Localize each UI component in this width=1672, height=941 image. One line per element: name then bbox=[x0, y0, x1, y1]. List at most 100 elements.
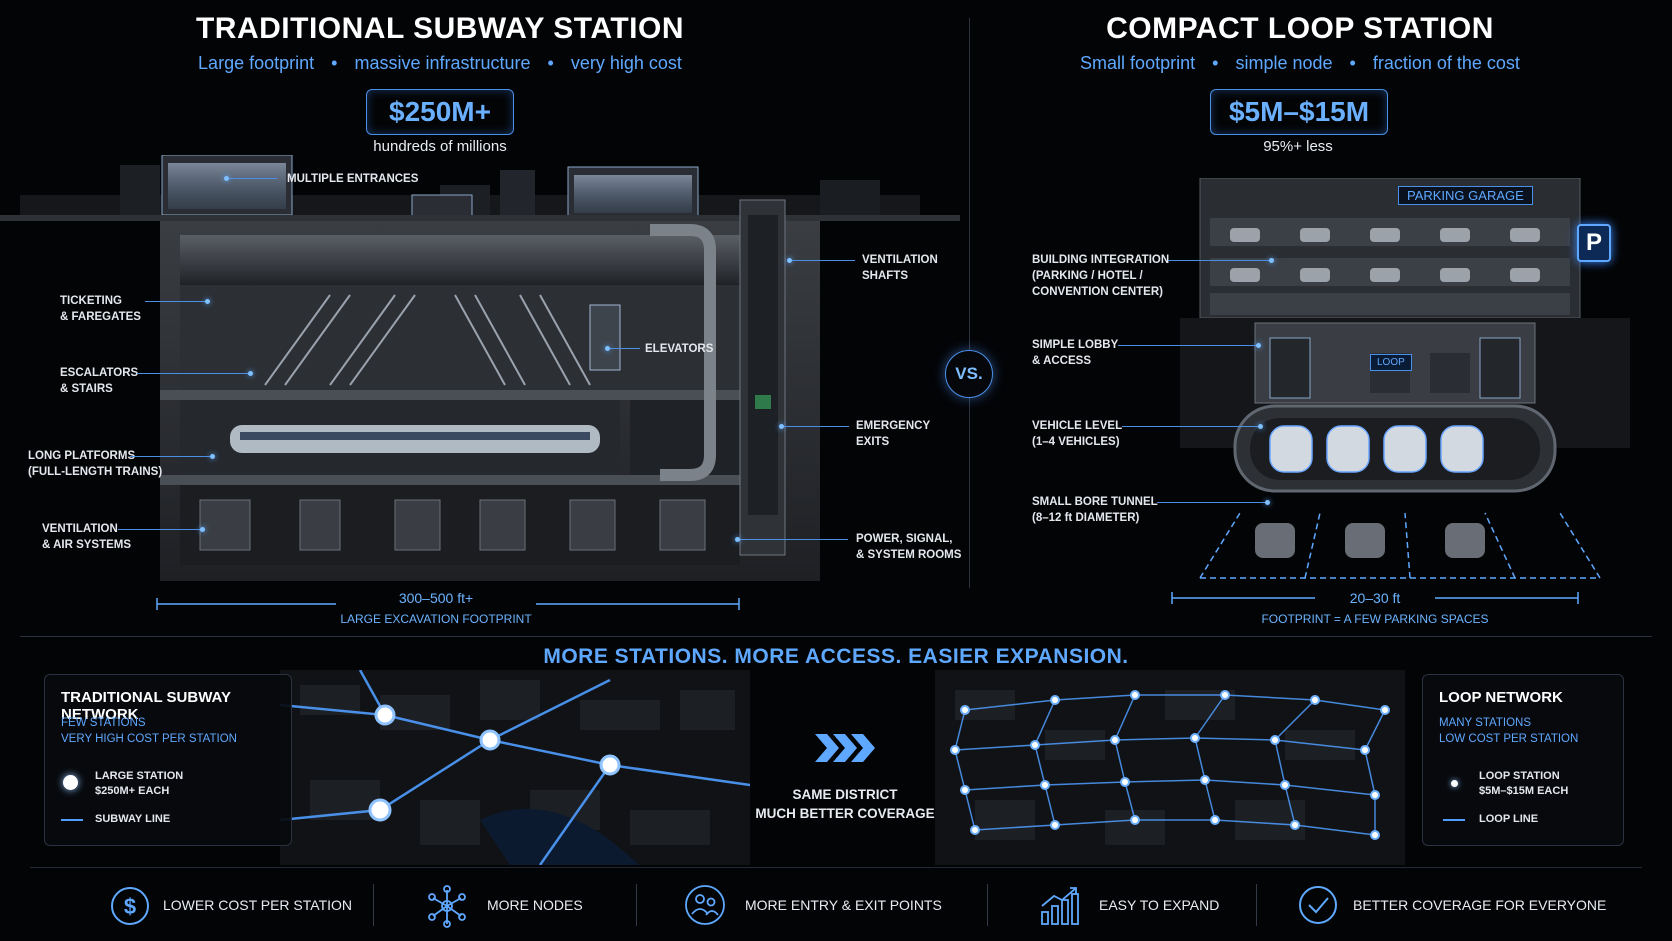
benefit-better-coverage: BETTER COVERAGE FOR EVERYONE bbox=[1353, 897, 1607, 913]
chevron-right-icon bbox=[815, 734, 875, 762]
left-dimension: 300–500 ft+ bbox=[336, 590, 536, 606]
leader-line bbox=[790, 260, 855, 261]
leader-line bbox=[137, 373, 250, 374]
legend-subway-line: SUBWAY LINE bbox=[95, 813, 171, 825]
leader-dot bbox=[1265, 500, 1270, 505]
leader-dot bbox=[1256, 343, 1261, 348]
legend-loop-station: LOOP STATION$5M–$15M EACH bbox=[1479, 770, 1569, 797]
label-building-integration: BUILDING INTEGRATION(PARKING / HOTEL /CO… bbox=[1032, 254, 1170, 298]
people-icon bbox=[685, 885, 725, 925]
traditional-network-map bbox=[280, 670, 750, 865]
leader-dot bbox=[735, 537, 740, 542]
leader-dot bbox=[605, 346, 610, 351]
right-subtitle-1: Small footprint bbox=[1080, 53, 1196, 73]
label-power-signal: POWER, SIGNAL,& SYSTEM ROOMS bbox=[856, 533, 962, 561]
leader-dot bbox=[1258, 424, 1263, 429]
traditional-panel-title: TRADITIONAL SUBWAY NETWORK bbox=[61, 689, 231, 723]
dollar-icon: $ bbox=[111, 887, 149, 925]
label-long-platforms: LONG PLATFORMS(FULL-LENGTH TRAINS) bbox=[28, 450, 163, 478]
legend-loop-line: LOOP LINE bbox=[1479, 813, 1539, 825]
left-subtitle-3: very high cost bbox=[570, 53, 682, 73]
leader-dot bbox=[787, 258, 792, 263]
parking-p-icon: P bbox=[1577, 224, 1611, 262]
leader-dot bbox=[210, 454, 215, 459]
loop-sign: LOOP bbox=[1370, 354, 1412, 371]
leader-line bbox=[145, 301, 207, 302]
benefit-more-nodes: MORE NODES bbox=[487, 897, 583, 913]
leader-dot bbox=[1269, 258, 1274, 263]
left-price-note: hundreds of millions bbox=[373, 138, 507, 155]
right-title: COMPACT LOOP STATION bbox=[1106, 12, 1494, 45]
leader-line bbox=[738, 539, 848, 540]
right-subtitle-3: fraction of the cost bbox=[1372, 53, 1520, 73]
loop-station-cutaway bbox=[1180, 178, 1630, 579]
benefit-easy-to-expand: EASY TO EXPAND bbox=[1099, 897, 1220, 913]
benefit-lower-cost: LOWER COST PER STATION bbox=[163, 897, 353, 913]
growth-chart-icon bbox=[1041, 887, 1079, 925]
leader-line bbox=[227, 178, 277, 179]
left-dimension-note: LARGE EXCAVATION FOOTPRINT bbox=[340, 612, 532, 626]
leader-dot bbox=[779, 424, 784, 429]
benefit-separator bbox=[1256, 884, 1257, 926]
leader-dot bbox=[224, 176, 229, 181]
subway-station-cutaway bbox=[0, 155, 960, 581]
right-price-box: $5M–$15M bbox=[1210, 89, 1388, 135]
loop-line-legend-icon bbox=[1443, 819, 1465, 821]
leader-line bbox=[1168, 260, 1271, 261]
loop-panel-title: LOOP NETWORK bbox=[1439, 689, 1563, 706]
label-elevators: ELEVATORS bbox=[645, 343, 714, 355]
vertical-divider bbox=[969, 18, 970, 588]
label-ventilation-air: VENTILATION& AIR SYSTEMS bbox=[42, 523, 132, 551]
right-subtitle-2: simple node bbox=[1235, 53, 1333, 73]
benefits-divider bbox=[30, 867, 1642, 868]
left-subtitle-2: massive infrastructure bbox=[354, 53, 531, 73]
label-simple-lobby: SIMPLE LOBBY& ACCESS bbox=[1032, 339, 1119, 367]
leader-line bbox=[1157, 502, 1267, 503]
benefit-separator bbox=[373, 884, 374, 926]
label-ticketing: TICKETING& FAREGATES bbox=[60, 295, 141, 323]
right-dimension: 20–30 ft bbox=[1315, 590, 1435, 606]
network-headline: MORE STATIONS. MORE ACCESS. EASIER EXPAN… bbox=[543, 645, 1129, 668]
svg-text:$: $ bbox=[124, 894, 136, 919]
benefit-separator bbox=[636, 884, 637, 926]
right-subtitle: Small footprint • simple node • fraction… bbox=[1080, 53, 1520, 73]
benefit-separator bbox=[987, 884, 988, 926]
parking-garage-sign: PARKING GARAGE bbox=[1398, 186, 1533, 205]
benefit-more-entry-exit: MORE ENTRY & EXIT POINTS bbox=[745, 897, 942, 913]
left-price-box: $250M+ bbox=[366, 89, 514, 135]
legend-large-station: LARGE STATION$250M+ EACH bbox=[95, 770, 184, 797]
section-divider bbox=[20, 636, 1652, 637]
leader-line bbox=[782, 426, 849, 427]
left-subtitle: Large footprint • massive infrastructure… bbox=[198, 53, 682, 73]
leader-line bbox=[1118, 345, 1258, 346]
leader-dot bbox=[200, 527, 205, 532]
leader-line bbox=[1122, 426, 1260, 427]
leader-dot bbox=[248, 371, 253, 376]
subway-line-legend-icon bbox=[61, 819, 83, 821]
benefits-bar: $ LOWER COST PER STATION MORE NODES MORE… bbox=[0, 878, 1672, 934]
leader-dot bbox=[205, 299, 210, 304]
left-subtitle-1: Large footprint bbox=[198, 53, 315, 73]
label-escalators: ESCALATORS& STAIRS bbox=[60, 367, 139, 395]
large-station-legend-icon bbox=[63, 775, 78, 790]
right-dimension-note: FOOTPRINT = A FEW PARKING SPACES bbox=[1261, 612, 1489, 626]
leader-line bbox=[608, 348, 640, 349]
vs-badge: VS. bbox=[945, 350, 993, 398]
leader-line bbox=[130, 456, 212, 457]
checkmark-icon bbox=[1299, 886, 1337, 924]
left-title: TRADITIONAL SUBWAY STATION bbox=[195, 12, 685, 45]
label-vehicle-level: VEHICLE LEVEL(1–4 VEHICLES) bbox=[1032, 420, 1123, 448]
loop-station-legend-icon bbox=[1451, 780, 1458, 787]
network-nodes-icon bbox=[428, 885, 466, 928]
leader-line bbox=[118, 529, 202, 530]
loop-network-map bbox=[935, 670, 1405, 865]
right-price-note: 95%+ less bbox=[1263, 138, 1333, 155]
label-small-bore-tunnel: SMALL BORE TUNNEL(8–12 ft DIAMETER) bbox=[1032, 496, 1158, 524]
